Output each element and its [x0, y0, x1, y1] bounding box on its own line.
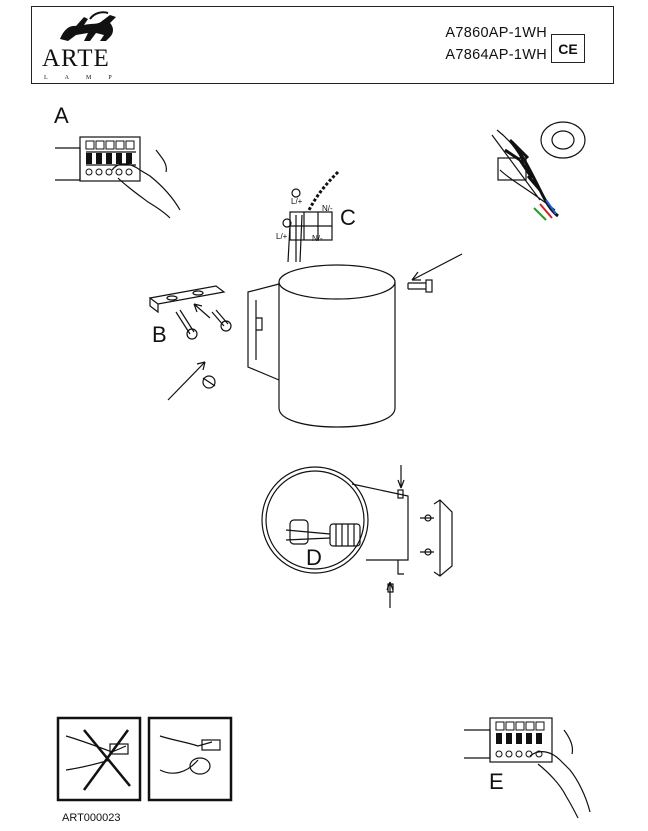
- hand-icon: [111, 149, 181, 219]
- round-lamp-detail: [261, 466, 409, 575]
- brand-subtitle: LAMP: [44, 75, 129, 81]
- no-touch-bulb-icon: [56, 716, 142, 802]
- header-box: ARTE LAMP A7860AP-1WH A7864AP-1WH CE: [31, 6, 614, 84]
- wire-label-n: N/-: [322, 204, 333, 213]
- step-c-label: C: [340, 205, 356, 230]
- step-b-label: B: [152, 322, 167, 347]
- screw-icon: [211, 309, 232, 332]
- screw-icon: [407, 279, 433, 293]
- terminal-block-icon: [289, 211, 333, 241]
- screw-icon: [202, 375, 216, 389]
- step-a-label: A: [54, 103, 69, 128]
- screw-icon: [175, 309, 198, 340]
- step-e-label: E: [489, 769, 504, 794]
- mounting-bracket-icon: [433, 499, 453, 577]
- wire-label-l-2: L/+: [276, 232, 288, 241]
- mounting-bracket-icon: [148, 285, 226, 314]
- ce-mark: CE: [551, 34, 585, 63]
- taped-connector-icon: [491, 121, 586, 218]
- document-code: ART000023: [62, 812, 121, 824]
- wall-lamp-cylinder: [247, 264, 396, 428]
- model-number-2: A7864AP-1WH: [445, 47, 547, 63]
- glove-bulb-icon: [147, 716, 233, 802]
- terminal-block-icon: [464, 717, 553, 763]
- model-number-1: A7860AP-1WH: [445, 25, 547, 41]
- step-d-label: D: [306, 545, 322, 570]
- lion-logo-icon: [60, 11, 116, 41]
- wire-label-l: L/+: [291, 197, 303, 206]
- hand-icon: [529, 729, 591, 819]
- wire-label-n-2: N/-: [312, 234, 323, 243]
- brand-name: ARTE: [42, 45, 110, 72]
- terminal-block-icon: [55, 136, 141, 182]
